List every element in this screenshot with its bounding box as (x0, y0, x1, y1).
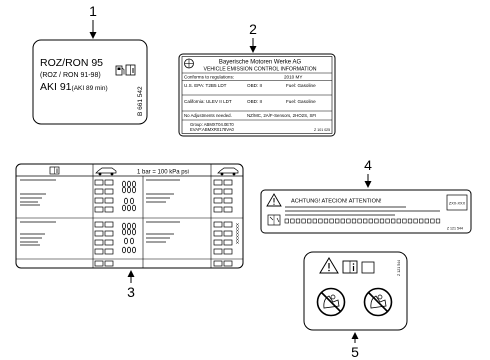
label-3-value-boxes-right (213, 179, 233, 267)
label-4-cell (340, 218, 345, 224)
label-1-aki: AKI 91 (40, 81, 72, 93)
callout-1: 1 (89, 3, 97, 39)
label-2-subtitle: VEHICLE EMISSION CONTROL INFORMATION (204, 67, 317, 73)
no-child-seat-icon (363, 287, 393, 317)
manual-book-icon (342, 260, 358, 274)
label-5-airbag: Z 121 544 (303, 251, 408, 331)
callout-2-number: 2 (249, 21, 257, 37)
label-4-cell (335, 218, 340, 224)
label-2-code: Z 101 025 (314, 128, 330, 132)
label-4-code: Z 121 544 (447, 227, 463, 231)
label-4-cell (413, 218, 418, 224)
label-4-cell (385, 218, 390, 224)
label-2-no-adjust: No Adjustments needed. (184, 113, 232, 118)
label-4-cell (312, 218, 317, 224)
label-4-cell (391, 218, 396, 224)
label-4-cell (307, 218, 312, 224)
car-icon (95, 167, 117, 176)
manual-book-icon (125, 64, 136, 76)
label-2-fuel-1: Fuel: Gasoline (286, 83, 316, 88)
no-rear-facing-child-seat-icon (316, 287, 346, 317)
manual-book-icon (267, 214, 281, 226)
label-2-california: California: ULEV II LDT (184, 99, 232, 104)
warning-triangle-icon (319, 257, 339, 274)
label-1-line3: AKI 91(AKI 89 min) (40, 81, 108, 93)
label-1-aki-min: (AKI 89 min) (72, 85, 108, 92)
label-4-border (260, 189, 472, 234)
label-4-cell (407, 218, 413, 224)
label-4-cell (402, 218, 407, 224)
label-4-cell (368, 218, 373, 224)
label-3-tire-pressure: 1 bar = 100 kPa psi (15, 163, 244, 269)
callout-2: 2 (249, 21, 257, 53)
label-3-text-lines-left (20, 179, 56, 246)
label-4-warning: ACHTUNG! ATECION! ATTENTION! ZXX-XXX Z 1… (260, 189, 472, 234)
label-5-blank-box (361, 261, 375, 274)
label-4-cell (323, 218, 329, 224)
label-2-obd-2: OBD: II (247, 99, 262, 104)
label-3-header: 1 bar = 100 kPa psi (137, 170, 189, 176)
label-2-evap: EVAP:ABMXR0178VA0 (190, 127, 235, 132)
label-2-model-year: 2010 MY (284, 75, 302, 80)
callout-4: 4 (364, 157, 372, 188)
label-2-group: Group: ABMXT04.0E70 (190, 122, 234, 127)
label-4-text-lines (285, 206, 440, 216)
label-4-cell (424, 218, 429, 224)
label-4-cell (435, 218, 441, 224)
label-4-code-box (446, 194, 468, 211)
callout-3: 3 (127, 270, 135, 300)
label-1-line2: (ROZ / RON 91-98) (40, 72, 101, 79)
label-5-border (303, 251, 408, 331)
label-1-border (32, 39, 148, 125)
label-4-cell (318, 218, 323, 224)
label-2-us-epa: U.S. EPA: T2B5 LDT (184, 83, 227, 88)
label-3-text-lines-middle (146, 179, 180, 243)
label-4-cell (379, 218, 385, 224)
label-2-conforms: Conforms to regulations: (184, 75, 234, 80)
fuel-pump-icon (115, 65, 125, 76)
label-4-cell (284, 218, 289, 224)
label-4-cell (351, 218, 357, 224)
label-4-cell (363, 218, 368, 224)
warning-triangle-icon (266, 193, 282, 207)
label-2-fuel-2: Fuel: Gasoline (286, 99, 316, 104)
label-1-fuel: ROZ/RON 95 (ROZ / RON 91-98) AKI 91(AKI … (32, 39, 148, 125)
label-4-cell (301, 218, 306, 224)
label-2-obd-1: OBD: II (247, 83, 262, 88)
car-icon (217, 167, 239, 176)
label-1-line1: ROZ/RON 95 (40, 57, 103, 69)
label-4-cell (346, 218, 351, 224)
label-4-cells (284, 218, 441, 224)
label-4-warning-text: ACHTUNG! ATECION! ATTENTION! (291, 199, 382, 205)
label-2-emission: Bayerische Motoren Werke AG VEHICLE EMIS… (178, 53, 336, 137)
label-1-part-number: B 661 542 (137, 86, 144, 116)
label-4-cell (290, 218, 295, 224)
label-2-company: Bayerische Motoren Werke AG (219, 60, 302, 66)
callout-3-number: 3 (127, 284, 135, 300)
callout-1-number: 1 (89, 3, 97, 19)
manual-book-icon (49, 166, 60, 175)
label-3-border (15, 163, 244, 269)
label-2-border (178, 53, 336, 137)
callout-4-number: 4 (364, 157, 372, 173)
occupant-glyphs (122, 180, 136, 254)
label-4-cell (396, 218, 401, 224)
label-4-cell (419, 218, 424, 224)
label-4-cell (357, 218, 362, 224)
label-4-cell (295, 218, 301, 224)
callout-5-number: 5 (351, 344, 359, 360)
label-4-box-code: ZXX-XXX (449, 202, 466, 206)
label-4-cell (374, 218, 379, 224)
circle-logo-icon (184, 58, 194, 69)
label-2-sensors: NZ/MC, 2A/F-Sensors, 2HO2S, SFI (247, 113, 316, 118)
label-4-cell (329, 218, 334, 224)
label-3-value-boxes-left (94, 179, 114, 267)
label-3-side-code: XXXXXXX (235, 223, 240, 244)
label-5-code: Z 121 544 (397, 260, 401, 276)
callout-5: 5 (351, 332, 359, 360)
label-4-cell (430, 218, 435, 224)
